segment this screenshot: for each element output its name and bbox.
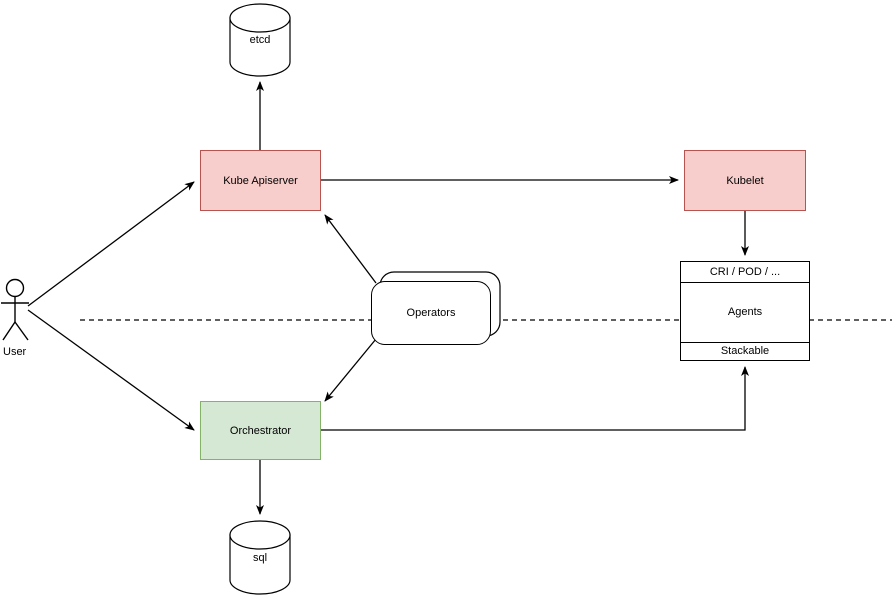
kubelet-label: Kubelet	[726, 174, 764, 187]
agents-body-label: Agents	[727, 306, 763, 318]
agents-header-cri-pod[interactable]: CRI / POD / ...	[681, 262, 809, 282]
node-kubelet[interactable]: Kubelet	[684, 150, 806, 211]
edge-user-to-apiserver	[27, 181, 195, 307]
orchestrator-label: Orchestrator	[229, 424, 292, 437]
agents-footer-stackable[interactable]: Stackable	[681, 342, 809, 360]
operators-label: Operators	[406, 307, 456, 319]
user-stick-figure	[1, 278, 29, 341]
kube-apiserver-label: Kube Apiserver	[223, 174, 298, 187]
node-operators[interactable]: Operators	[371, 281, 491, 345]
node-orchestrator[interactable]: Orchestrator	[200, 401, 321, 460]
edge-operators-to-orchestrator	[324, 338, 377, 402]
sql-cylinder-shape	[229, 520, 291, 595]
user-label: User	[3, 346, 27, 358]
agents-footer-label: Stackable	[720, 345, 770, 357]
edge-orchestrator-to-stackable	[321, 366, 749, 431]
edge-user-to-orchestrator	[27, 309, 195, 431]
node-agents-composite[interactable]: CRI / POD / ... Agents Stackable	[680, 261, 810, 361]
agents-body[interactable]: Agents	[681, 282, 809, 342]
agents-header-divider	[681, 282, 809, 283]
node-kube-apiserver[interactable]: Kube Apiserver	[200, 150, 321, 211]
edge-operators-to-apiserver	[324, 214, 377, 284]
agents-footer-divider	[681, 342, 809, 343]
etcd-cylinder-shape	[229, 3, 291, 77]
agents-header-label: CRI / POD / ...	[709, 266, 781, 278]
